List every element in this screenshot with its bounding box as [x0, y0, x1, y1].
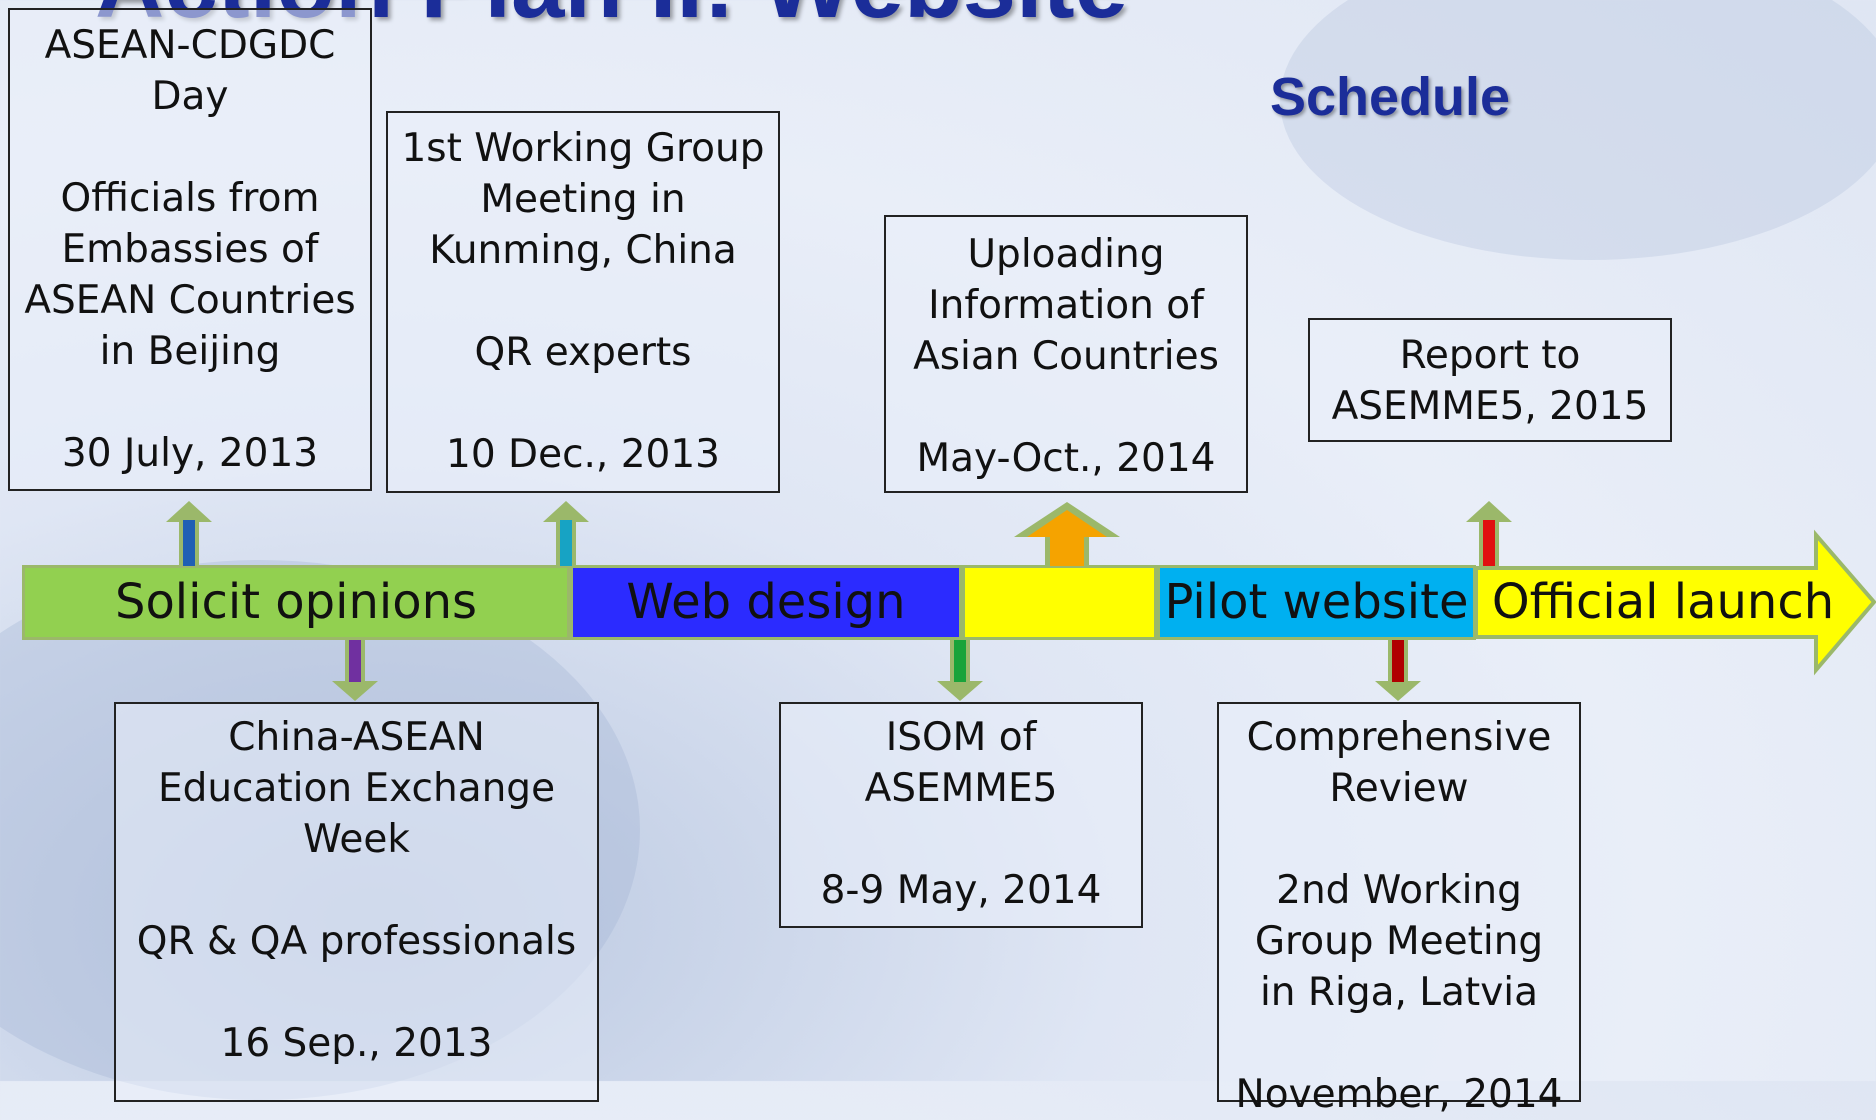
event-line: 2nd Working	[1276, 868, 1522, 913]
phase-label: Pilot website	[1164, 574, 1469, 630]
phase-label: Solicit opinions	[114, 574, 478, 630]
down-arrow	[332, 640, 378, 701]
event-box-report-asemme5: Report to ASEMME5, 2015	[1308, 318, 1672, 442]
event-line: China-ASEAN	[228, 715, 485, 760]
event-line: 30 July, 2013	[61, 431, 319, 476]
event-line: 16 Sep., 2013	[220, 1021, 493, 1066]
up-arrow	[543, 501, 589, 566]
event-line: 1st Working Group	[401, 126, 765, 171]
event-line: in Riga, Latvia	[1259, 970, 1539, 1015]
event-box-china-asean-week: China-ASEAN Education Exchange Week QR &…	[114, 702, 599, 1102]
event-line: ASEAN-CDGDC	[44, 23, 336, 68]
event-line: May-Oct., 2014	[916, 436, 1216, 481]
event-line: ASEMME5, 2015	[1331, 384, 1649, 429]
event-line: Day	[151, 74, 229, 119]
event-box-isom-asemme5: ISOM of ASEMME5 8-9 May, 2014	[779, 702, 1143, 928]
background-decoration	[1280, 0, 1876, 260]
phase-official-launch-label: Official launch	[1491, 574, 1835, 630]
event-line: ISOM of	[885, 715, 1037, 760]
event-line: Asian Countries	[913, 334, 1219, 379]
phase-unlabeled	[962, 565, 1157, 640]
up-arrow	[1466, 501, 1512, 566]
event-line: 8-9 May, 2014	[820, 868, 1102, 913]
event-line: Comprehensive	[1246, 715, 1552, 760]
event-box-1st-working-group: 1st Working Group Meeting in Kunming, Ch…	[386, 111, 780, 493]
up-arrow	[1014, 502, 1120, 566]
event-line: QR & QA professionals	[136, 919, 577, 964]
phase-label: Web design	[626, 574, 906, 630]
event-line: Report to	[1399, 333, 1581, 378]
event-line: Officials from	[60, 176, 320, 221]
up-arrow	[166, 501, 212, 566]
event-line: ASEMME5	[864, 766, 1058, 811]
phase-pilot-website: Pilot website	[1157, 565, 1476, 640]
down-arrow	[937, 640, 983, 701]
event-box-asean-cdgdc-day: ASEAN-CDGDC Day Officials from Embassies…	[8, 8, 372, 491]
official-launch-arrow	[1474, 529, 1876, 676]
event-line: ASEAN Countries	[24, 278, 356, 323]
event-line: Meeting in	[480, 177, 686, 222]
timeline-connectors	[166, 501, 1876, 701]
event-line: 10 Dec., 2013	[446, 432, 720, 477]
phase-web-design: Web design	[570, 565, 962, 640]
schedule-heading: Schedule	[1270, 67, 1511, 127]
phase-solicit-opinions: Solicit opinions	[22, 565, 570, 640]
event-line: QR experts	[474, 330, 692, 375]
event-line: in Beijing	[99, 329, 281, 374]
event-line: Kunming, China	[429, 228, 737, 273]
down-arrow	[1375, 640, 1421, 701]
event-line: Embassies of	[61, 227, 319, 272]
event-line: Information of	[928, 283, 1204, 328]
event-line: Education Exchange	[157, 766, 556, 811]
event-line: Uploading	[967, 232, 1165, 277]
event-box-uploading-information: Uploading Information of Asian Countries…	[884, 215, 1248, 493]
event-line: Group Meeting	[1254, 919, 1544, 964]
event-line: Review	[1329, 766, 1469, 811]
event-line: Week	[303, 817, 410, 862]
